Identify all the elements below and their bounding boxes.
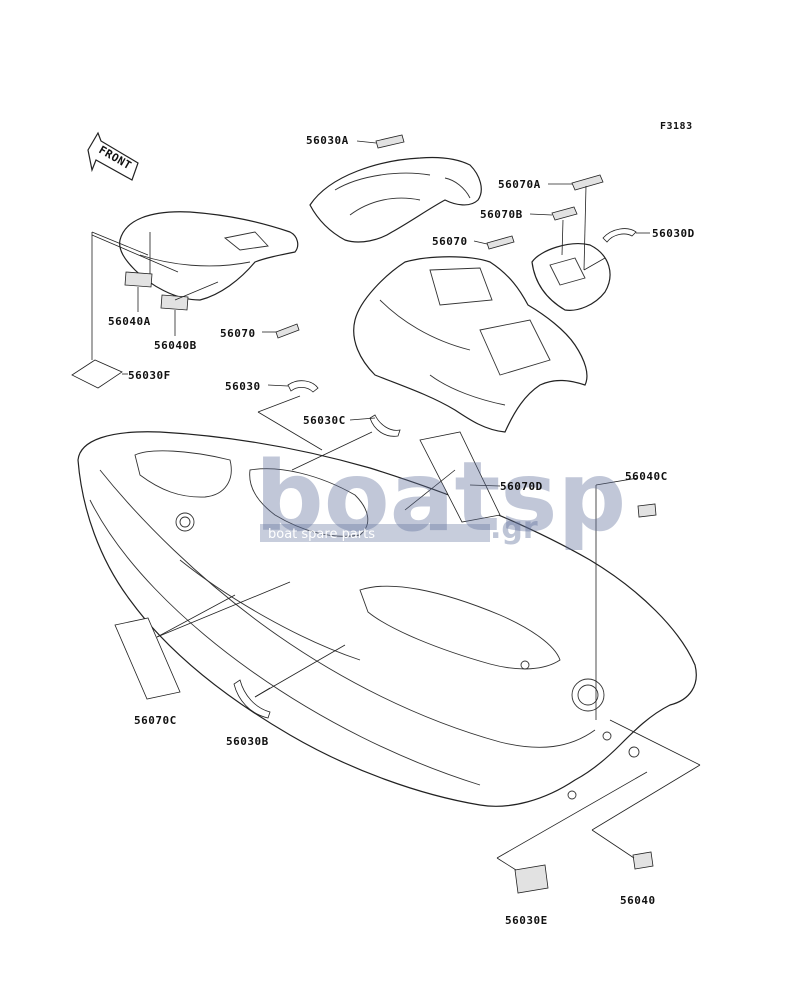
label-56070D: 56070D <box>500 480 543 493</box>
label-56030D: 56030D <box>652 227 695 240</box>
watermark-suffix: .gr <box>490 511 538 546</box>
label-56040A: 56040A <box>108 315 151 328</box>
figure-code: F3183 <box>660 121 693 132</box>
decal-56030C <box>369 414 401 437</box>
leader-lines <box>91 140 701 871</box>
decal-56030A <box>375 134 405 149</box>
front-arrow-icon: FRONT <box>87 131 139 181</box>
decal-56040 <box>632 851 654 870</box>
deck-cover-part <box>353 256 588 433</box>
label-56070A: 56070A <box>498 178 541 191</box>
label-56030E: 56030E <box>505 914 548 927</box>
decal-56040A <box>124 271 153 288</box>
label-56040: 56040 <box>620 894 656 907</box>
decal-56040B <box>160 294 189 311</box>
label-56030F: 56030F <box>128 369 171 382</box>
label-56030B: 56030B <box>226 735 269 748</box>
decal-56070A <box>571 174 604 191</box>
decal-56070B <box>551 206 578 221</box>
label-56070-top: 56070 <box>432 235 468 248</box>
label-56070B: 56070B <box>480 208 523 221</box>
label-56030C: 56030C <box>303 414 346 427</box>
label-56070-mid: 56070 <box>220 327 256 340</box>
watermark-brand: boatsp <box>255 441 626 553</box>
label-56030A: 56030A <box>306 134 349 147</box>
decal-56030B <box>233 679 271 719</box>
upper-hood-part <box>309 156 482 243</box>
watermark-tagline: boat spare parts <box>268 527 375 542</box>
decal-56030 <box>287 380 319 393</box>
main-hull-part <box>77 431 697 807</box>
label-56030: 56030 <box>225 380 261 393</box>
label-56040C: 56040C <box>625 470 668 483</box>
label-56070C: 56070C <box>134 714 177 727</box>
decal-56070-mid <box>275 323 300 339</box>
watermark: boatsp boat spare parts .gr <box>255 441 626 553</box>
label-56040B: 56040B <box>154 339 197 352</box>
hatch-plate-part <box>531 243 611 311</box>
decal-56070D <box>419 431 501 523</box>
decal-56030F <box>71 359 123 389</box>
decal-56030E <box>514 864 549 894</box>
decal-56070C <box>114 617 181 700</box>
decal-56040C <box>637 503 657 518</box>
decal-56030D <box>602 228 637 243</box>
decal-56070-top <box>486 235 515 250</box>
